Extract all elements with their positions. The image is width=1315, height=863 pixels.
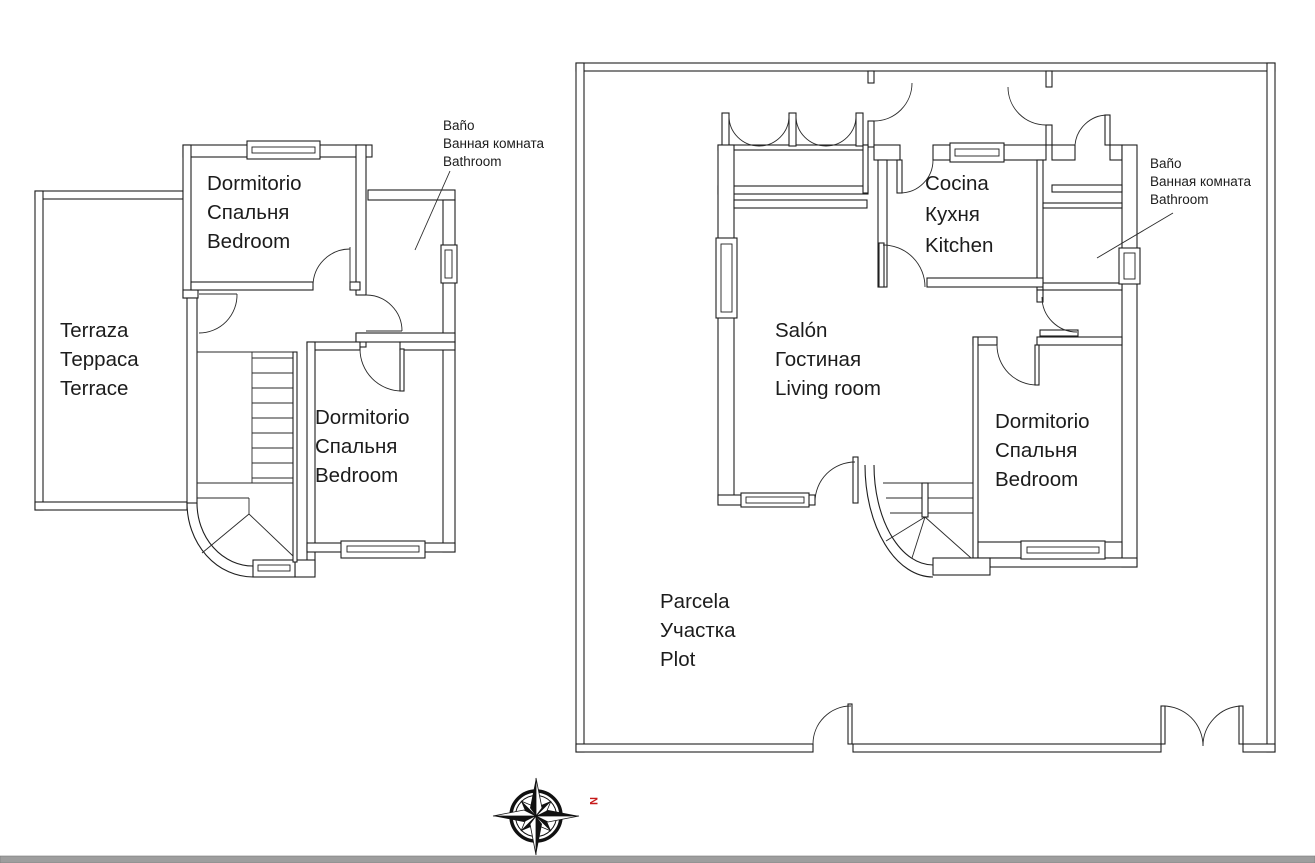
ground-doors xyxy=(814,114,1111,503)
callout-bathroom-upper: Baño Ванная комната Bathroom xyxy=(414,118,545,251)
label-line: Bedroom xyxy=(207,230,290,253)
window xyxy=(340,540,426,559)
upper-stairs xyxy=(197,351,298,563)
label-line: Спальня xyxy=(315,435,397,458)
label-line: Bedroom xyxy=(315,464,398,487)
compass-diagonal-points xyxy=(520,800,552,832)
door-swing xyxy=(1074,114,1111,146)
label-line: Гостиная xyxy=(775,348,861,371)
label-line: Kitchen xyxy=(925,234,993,257)
entry-court xyxy=(867,70,1053,148)
porch xyxy=(717,112,869,195)
room-label-living-room: Salón Гостиная Living room xyxy=(775,319,881,400)
door-swing xyxy=(365,294,403,332)
ground-windows xyxy=(715,142,1141,560)
ground-labels: Cocina Кухня Kitchen Salón Гостиная Livi… xyxy=(660,156,1252,671)
door-swing xyxy=(1041,296,1078,333)
label-line: Living room xyxy=(775,377,881,400)
label-line: Спальня xyxy=(207,201,289,224)
door-swing xyxy=(312,247,351,287)
label-line: Cocina xyxy=(925,172,989,195)
label-line: Dormitorio xyxy=(995,410,1090,433)
label-line: Dormitorio xyxy=(207,172,302,195)
ground-stairs xyxy=(883,482,973,559)
label-line: Plot xyxy=(660,648,696,671)
door-swing xyxy=(878,242,926,288)
room-label-bedroom-ground: Dormitorio Спальня Bedroom xyxy=(995,410,1090,491)
door-swing xyxy=(896,159,934,194)
upper-windows xyxy=(246,140,458,578)
bottom-edge-bar xyxy=(0,855,1315,863)
upper-floor-plan: Dormitorio Спальня Bedroom Terraza Терра… xyxy=(34,118,545,578)
gate-double xyxy=(1160,705,1244,747)
arch-arc xyxy=(758,115,790,147)
door-swing xyxy=(1007,86,1047,126)
callout-bathroom-ground: Baño Ванная комната Bathroom xyxy=(1096,156,1252,259)
label-line: Bathroom xyxy=(443,154,502,169)
label-line: Baño xyxy=(1150,156,1182,171)
label-line: Parcela xyxy=(660,590,730,613)
window xyxy=(1118,247,1141,285)
ground-floor-plan: Cocina Кухня Kitchen Salón Гостиная Livi… xyxy=(575,62,1276,753)
label-line: Кухня xyxy=(925,203,980,226)
window xyxy=(440,244,458,284)
gate-single xyxy=(812,703,853,745)
window xyxy=(1020,540,1106,560)
label-line: Bedroom xyxy=(995,468,1078,491)
door-swing xyxy=(359,348,405,392)
arch-arc xyxy=(728,115,760,147)
label-line: Bathroom xyxy=(1150,192,1209,207)
room-label-bedroom-top: Dormitorio Спальня Bedroom xyxy=(207,172,302,253)
arch-arc xyxy=(825,115,857,147)
leader-line xyxy=(1096,212,1174,259)
room-label-kitchen: Cocina Кухня Kitchen xyxy=(925,172,993,257)
leader-line xyxy=(414,170,451,251)
label-line: Ванная комната xyxy=(443,136,545,151)
room-label-bedroom-bottom: Dormitorio Спальня Bedroom xyxy=(315,406,410,487)
north-letter: N xyxy=(587,797,599,805)
label-line: Dormitorio xyxy=(315,406,410,429)
room-label-terrace: Terraza Терраса Terrace xyxy=(60,319,139,400)
upper-doors xyxy=(198,247,405,392)
label-line: Терраса xyxy=(60,348,139,371)
upper-labels: Dormitorio Спальня Bedroom Terraza Терра… xyxy=(60,118,545,487)
window xyxy=(949,142,1005,163)
label-line: Salón xyxy=(775,319,827,342)
label-line: Ванная комната xyxy=(1150,174,1252,189)
label-line: Baño xyxy=(443,118,475,133)
window xyxy=(715,237,738,319)
plot-gates xyxy=(812,703,1244,747)
plot-boundary-walls xyxy=(575,62,1276,753)
window xyxy=(252,559,296,578)
door-swing xyxy=(198,293,238,334)
window xyxy=(740,492,810,508)
compass-main-points xyxy=(492,777,580,856)
door-swing xyxy=(814,461,856,503)
window xyxy=(246,140,321,160)
label-line: Terraza xyxy=(60,319,129,342)
label-line: Terrace xyxy=(60,377,128,400)
door-swing xyxy=(873,82,913,122)
label-line: Участка xyxy=(660,619,736,642)
arch-arc xyxy=(795,115,827,147)
compass-rose: N xyxy=(492,777,599,856)
label-line: Спальня xyxy=(995,439,1077,462)
door-swing xyxy=(996,344,1040,386)
room-label-plot: Parcela Участка Plot xyxy=(660,590,736,671)
